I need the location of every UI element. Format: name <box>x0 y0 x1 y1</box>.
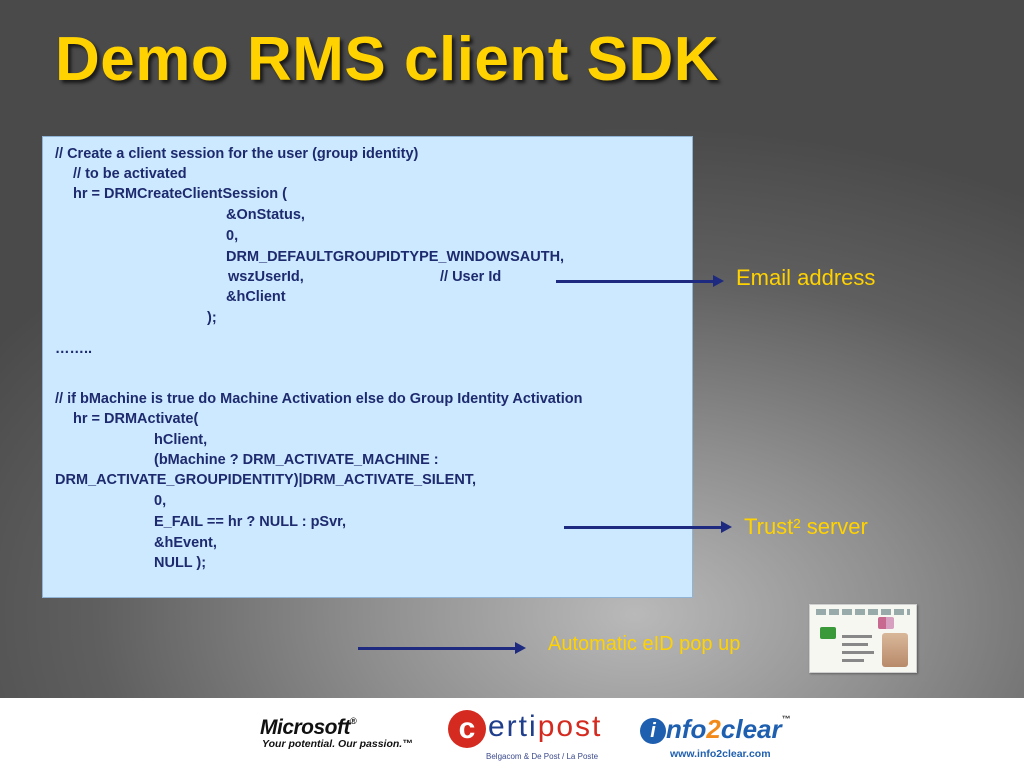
code-line: // Create a client session for the user … <box>55 146 419 162</box>
info2clear-logo: i nfo2clear™ www.info2clear.com <box>640 712 830 762</box>
code-snippet-box: // Create a client session for the user … <box>42 136 693 598</box>
info2clear-i-icon: i <box>640 718 666 744</box>
microsoft-name: Microsoft <box>260 716 351 739</box>
code-line: wszUserId, <box>228 269 304 285</box>
code-line: hr = DRMCreateClientSession ( <box>73 186 287 202</box>
code-line: …….. <box>55 341 93 357</box>
arrow-email-icon <box>556 275 724 287</box>
certipost-logo: c ertipost Belgacom & De Post / La Poste <box>448 708 618 764</box>
slide-title: Demo RMS client SDK <box>55 25 720 94</box>
arrow-eid-icon <box>358 642 526 654</box>
code-line: DRM_DEFAULTGROUPIDTYPE_WINDOWSAUTH, <box>226 249 565 265</box>
code-line: ); <box>207 310 217 326</box>
code-line: (bMachine ? DRM_ACTIVATE_MACHINE : <box>154 452 439 468</box>
certipost-subtitle: Belgacom & De Post / La Poste <box>486 752 599 761</box>
trust-server-label: Trust² server <box>744 514 868 539</box>
code-line: &OnStatus, <box>226 207 305 223</box>
microsoft-trademark: ® <box>350 716 357 726</box>
certipost-c-icon: c <box>448 710 486 748</box>
code-line: 0, <box>226 228 239 244</box>
code-line: 0, <box>154 493 167 509</box>
info2clear-name-part2: clear <box>720 714 782 744</box>
logo-footer: Microsoft® Your potential. Our passion.™… <box>0 698 1024 768</box>
info2clear-trademark: ™ <box>781 714 791 724</box>
email-address-label: Email address <box>736 265 876 290</box>
code-line: hr = DRMActivate( <box>73 411 199 427</box>
info2clear-url: www.info2clear.com <box>670 748 771 760</box>
microsoft-logo: Microsoft® Your potential. Our passion.™ <box>260 716 430 756</box>
certipost-name-red: post <box>537 710 603 743</box>
code-line: // to be activated <box>73 166 187 182</box>
code-line: NULL ); <box>154 555 207 571</box>
code-line: hClient, <box>154 432 208 448</box>
slide-area: Demo RMS client SDK // Create a client s… <box>0 0 1024 698</box>
eid-card-icon <box>809 604 917 673</box>
microsoft-tagline: Your potential. Our passion.™ <box>262 738 413 750</box>
code-line: DRM_ACTIVATE_GROUPIDENTITY)|DRM_ACTIVATE… <box>55 472 477 488</box>
code-line: &hClient <box>226 289 286 305</box>
arrow-trust-icon <box>564 521 732 533</box>
code-line: // if bMachine is true do Machine Activa… <box>55 391 583 407</box>
certipost-name-blue: erti <box>488 710 538 743</box>
info2clear-name-part1: nfo <box>666 714 707 744</box>
code-line: // User Id <box>440 269 502 285</box>
code-line: &hEvent, <box>154 535 217 551</box>
automatic-eid-label: Automatic eID pop up <box>548 633 741 655</box>
info2clear-name-2: 2 <box>706 714 721 744</box>
code-line: E_FAIL == hr ? NULL : pSvr, <box>154 514 347 530</box>
